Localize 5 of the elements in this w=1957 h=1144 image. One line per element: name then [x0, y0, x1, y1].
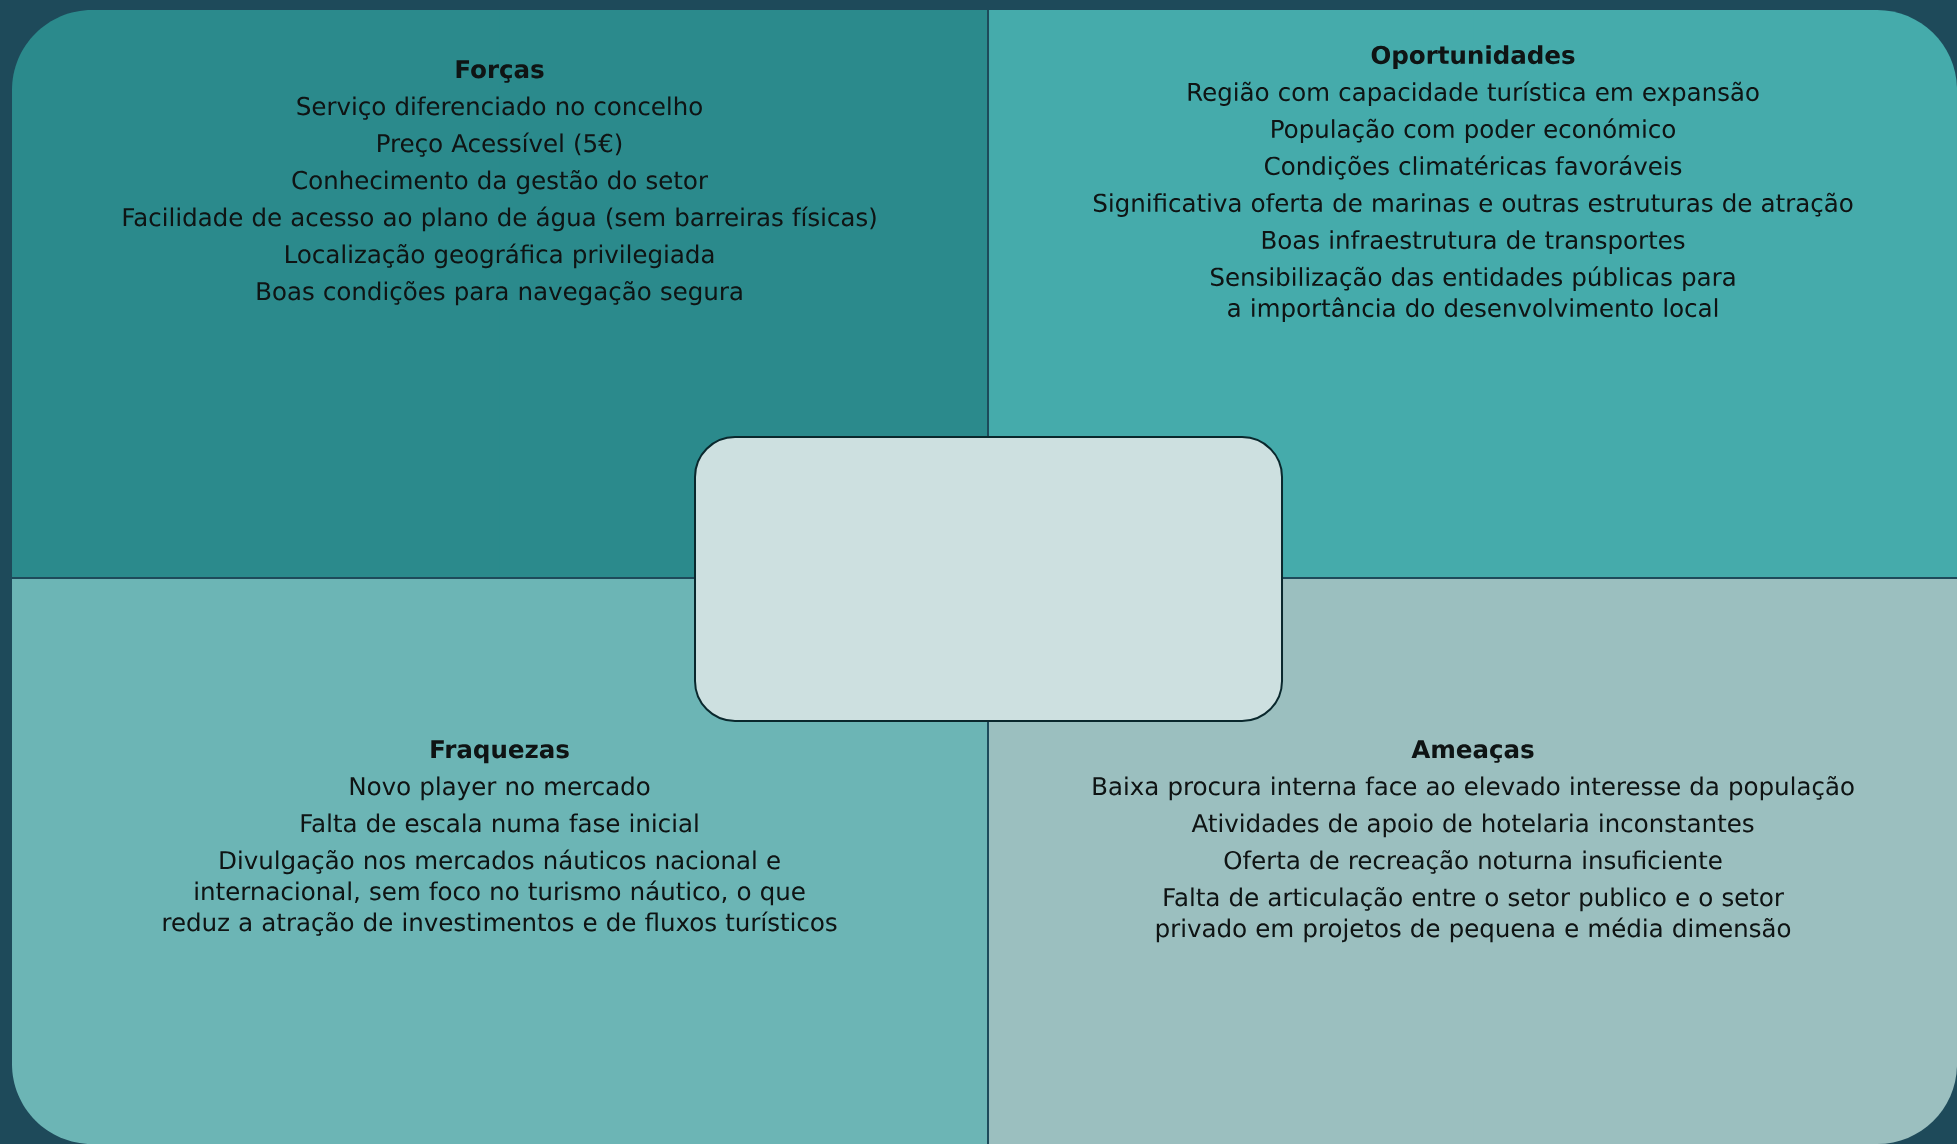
- quadrant-panel: Fraquezas Novo player no mercado Falta de escala numa fase inicial Divulgação nos mercados náuticos nacional e internacional, sem foco no turismo náutico, o que reduz a atração de investimentos e de fluxos turísticos: [12, 579, 987, 1144]
- center-box: [694, 436, 1283, 722]
- quadrant-panel: Forças Serviço diferenciado no concelho Preço Acessível (5€) Conhecimento da gestão do setor Facilidade de acesso ao plano de água (sem barreiras físicas) Localização geográfica privilegiada Boas condições para navegação segura: [12, 10, 987, 577]
- quadrant-panel: Ameaças Baixa procura interna face ao elevado interesse da população Atividades de apoio de hotelaria inconstantes Oferta de recreação noturna insuficiente Falta de articulação entre o setor publico e o setor privado em projetos de pequena e média dimensão: [989, 579, 1957, 1144]
- quadrant-panel: Oportunidades Região com capacidade turística em expansão População com poder económico Condições climatéricas favoráveis Significativa oferta de marinas e outras estruturas de atração Boas infraestrutura de transportes Sensibilização das entidades públicas para a importância do desenvolvimento local: [989, 10, 1957, 577]
